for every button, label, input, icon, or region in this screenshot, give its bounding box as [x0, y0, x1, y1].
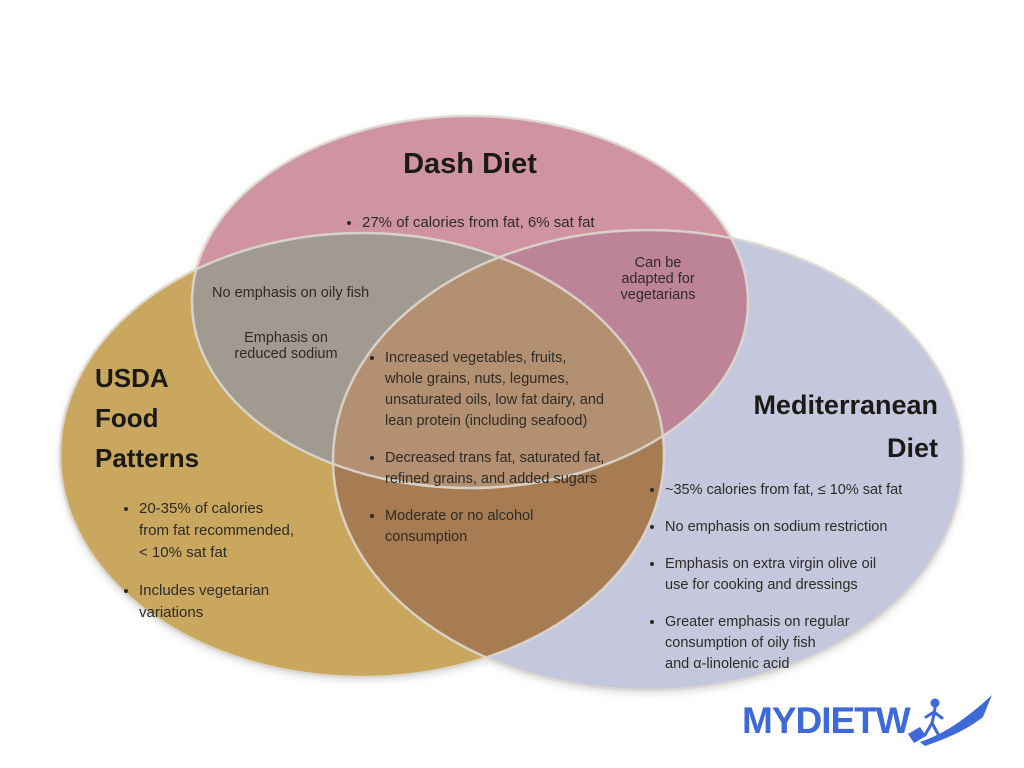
dash-diet-list: 27% of calories from fat, 6% sat fat: [345, 195, 662, 251]
usda-list: 20-35% of calories from fat recommended,…: [122, 481, 329, 641]
med-bullet: Emphasis on extra virgin olive oil use f…: [665, 554, 965, 596]
med-ellipse-outline: [331, 228, 965, 692]
dash-diet-bullet: 27% of calories from fat, 6% sat fat: [362, 212, 662, 234]
dash-usda-label-reduced-sodium: Emphasis on reduced sodium: [234, 330, 338, 362]
usda-food-patterns-title: USDA Food Patterns: [95, 363, 200, 473]
mediterranean-diet-title: Mediterranean Diet: [753, 390, 938, 463]
center-bullet: Moderate or no alcohol consumption: [385, 506, 677, 548]
usda-bullet: Includes vegetarian variations: [139, 580, 329, 624]
center-bullet: Decreased trans fat, saturated fat, refi…: [385, 448, 677, 490]
dash-ellipse-outline: [190, 114, 750, 490]
center-bullet: Increased vegetables, fruits, whole grai…: [385, 348, 677, 432]
med-bullet: No emphasis on sodium restriction: [665, 517, 965, 538]
ellipse-outlines: [58, 114, 965, 692]
runner-body: [923, 706, 944, 737]
dash-diet-title: Dash Diet: [403, 148, 537, 180]
swoosh-runner-icon: [907, 695, 992, 746]
logo-text: MYDIETW: [742, 699, 911, 741]
med-bullet: ~35% calories from fat, ≤ 10% sat fat: [665, 480, 965, 501]
usda-bullet: 20-35% of calories from fat recommended,…: [139, 498, 329, 563]
swoosh-tick: [907, 727, 926, 743]
mydietway-logo: MYDIETW: [742, 690, 999, 750]
dash-usda-label-oily-fish: No emphasis on oily fish: [212, 285, 370, 301]
swoosh-blade: [919, 695, 992, 746]
dash-med-label-vegetarians: Can be adapted for vegetarians: [620, 255, 696, 303]
usda-ellipse-outline: [58, 231, 666, 679]
runner-head: [930, 698, 940, 708]
center-overlap-list: Increased vegetables, fruits, whole grai…: [368, 332, 677, 564]
mediterranean-list: ~35% calories from fat, ≤ 10% sat fat No…: [648, 464, 965, 691]
med-bullet: Greater emphasis on regular consumption …: [665, 612, 965, 675]
